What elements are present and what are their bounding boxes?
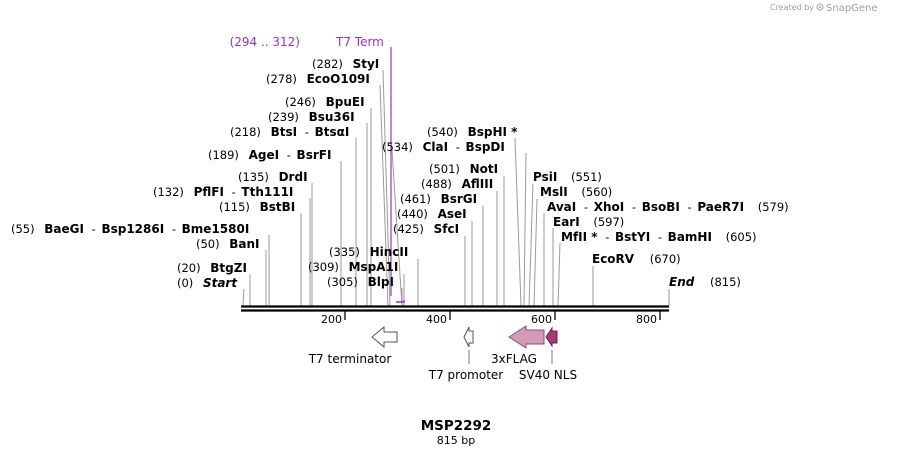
brand-name: SnapGene (826, 3, 878, 14)
site-label[interactable]: AvaI - XhoI - BsoBI - PaeR7I (579) (547, 200, 789, 214)
leader-start (242, 288, 245, 307)
site-label[interactable]: (218) BtsI - BtsαI (230, 125, 349, 139)
site-label[interactable]: (461) BsrGI (400, 192, 477, 206)
site-label[interactable]: (135) DrdI (238, 170, 308, 184)
site-label[interactable]: (239) Bsu36I (268, 110, 355, 124)
site-label[interactable]: (282) StyI (312, 57, 379, 71)
site-label[interactable]: End (815) (669, 275, 741, 289)
primer-range: (294 .. 312) (230, 35, 300, 49)
site-label[interactable]: (278) EcoO109I (266, 72, 370, 86)
leader-styi (382, 69, 391, 307)
site-label[interactable]: (488) AflIII (421, 177, 493, 191)
site-label[interactable]: (440) AseI (397, 207, 467, 221)
reverse-arrow-icon (371, 325, 398, 349)
site-label[interactable]: (50) BanI (196, 237, 260, 251)
site-label[interactable]: (132) PflFI - Tth111I (153, 185, 293, 199)
tick-label: 400 (426, 313, 447, 326)
site-label[interactable]: (335) HincII (329, 245, 408, 259)
feature-t7-promoter[interactable]: T7 promoter (428, 326, 504, 382)
site-label[interactable]: (540) BspHI * (427, 125, 518, 139)
features: T7 terminator T7 promoter 3xFLAG SV40 NL… (308, 325, 577, 382)
feature-label: T7 promoter (428, 368, 504, 382)
leader-clai (391, 149, 403, 307)
site-label[interactable]: PsiI (551) (533, 170, 602, 184)
credit-text: Created by (770, 3, 814, 12)
site-label[interactable]: (309) MspA1I (308, 260, 398, 274)
sequence-length: 815 bp (437, 434, 475, 447)
site-label[interactable]: (55) BaeGI - Bsp1286I - Bme1580I (11, 222, 249, 236)
leader-mfii (557, 242, 561, 307)
site-leader-lines (242, 69, 670, 307)
feature-3xflag[interactable]: 3xFLAG (491, 325, 545, 366)
site-label[interactable]: MslI (560) (540, 185, 612, 199)
site-label[interactable]: EarI (597) (553, 215, 624, 229)
sequence-backbone (241, 305, 669, 312)
feature-label: T7 terminator (308, 352, 392, 366)
site-label[interactable]: EcoRV (670) (592, 252, 681, 266)
site-label[interactable]: (115) BstBI (219, 200, 295, 214)
reverse-arrow-icon (463, 326, 474, 348)
snapgene-credit: Created by SnapGene (770, 3, 878, 14)
tick-label: 600 (531, 313, 552, 326)
site-label[interactable]: (246) BpuEI (285, 95, 365, 109)
feature-t7-terminator[interactable]: T7 terminator (308, 325, 398, 366)
sequence-name: MSP2292 (421, 418, 492, 434)
feature-sv40-nls[interactable]: SV40 NLS (519, 326, 577, 382)
site-label[interactable]: (189) AgeI - BsrFI (208, 148, 331, 162)
site-label[interactable]: (0) Start (177, 276, 238, 290)
ruler: 200 400 600 800 (321, 311, 661, 326)
reverse-arrow-icon (508, 325, 545, 349)
feature-label: SV40 NLS (519, 368, 577, 382)
site-label[interactable]: (20) BtgZI (177, 261, 247, 275)
primer-arrow-icon (396, 300, 405, 303)
site-label[interactable]: (534) ClaI - BspDI (382, 140, 505, 154)
feature-label: 3xFLAG (491, 352, 537, 366)
leader-msli (533, 198, 538, 307)
primer-t7-term[interactable]: (294 .. 312) T7 Term (230, 35, 405, 303)
tick-label: 800 (636, 313, 657, 326)
site-label[interactable]: MfII * - BstYI - BamHI (605) (561, 230, 757, 244)
leader-eco0109i (379, 84, 389, 307)
primer-name: T7 Term (335, 35, 384, 49)
site-label[interactable]: (501) NotI (429, 162, 498, 176)
site-label[interactable]: (305) BlpI (327, 275, 394, 289)
leader-psii (528, 183, 534, 307)
leader-bsphi (514, 137, 522, 307)
restriction-site-labels: (0) Start (20) BtgZI (50) BanI (55) BaeG… (11, 57, 789, 290)
snapgene-logo-icon (816, 3, 824, 11)
site-label[interactable]: (425) SfcI (393, 222, 459, 236)
tick-label: 200 (321, 313, 342, 326)
reverse-arrow-icon (545, 326, 558, 348)
leader-bspdi (523, 152, 527, 307)
